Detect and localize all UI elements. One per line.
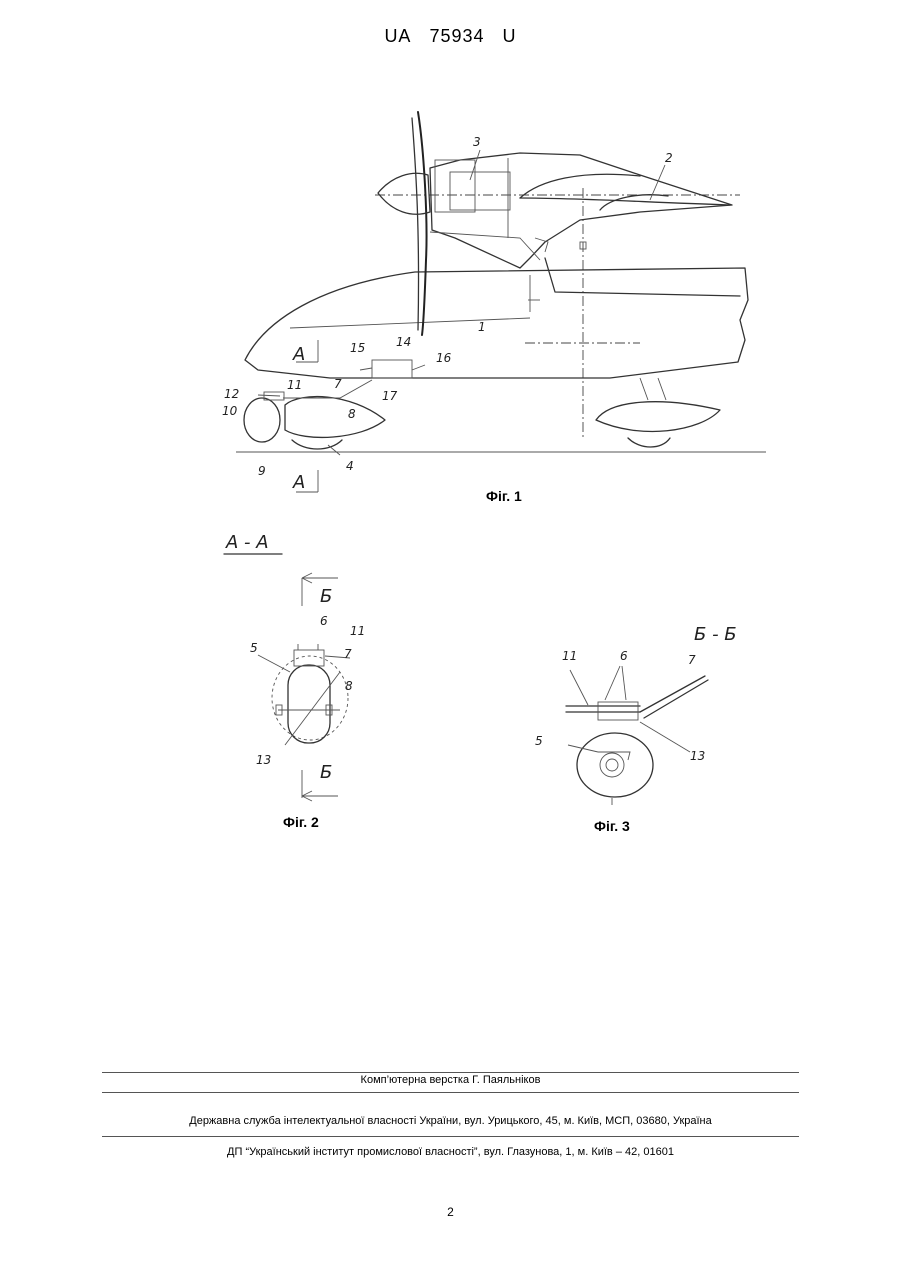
footer-divider-1 (102, 1072, 799, 1073)
fig3-callout-7: 7 (688, 653, 696, 667)
callout-2: 2 (665, 151, 673, 165)
fig2-callout-13: 13 (256, 753, 271, 767)
fig3-callout-6: 6 (620, 649, 628, 663)
patent-drawings: А А 1 2 3 4 7 8 9 10 11 12 14 15 16 17 А… (0, 0, 901, 860)
fig1-section-mark-top: А (292, 344, 305, 365)
footer-divider-3 (102, 1136, 799, 1137)
callout-7: 7 (334, 377, 342, 391)
footer-agency: Державна служба інтелектуальної власност… (0, 1115, 901, 1127)
figure-3-drawing (566, 666, 708, 805)
footer-divider-2 (102, 1092, 799, 1093)
fig2-callout-8: 8 (345, 679, 353, 693)
fig3-callout-5: 5 (535, 734, 543, 748)
figure-1-drawing (236, 112, 766, 492)
callout-3: 3 (473, 135, 481, 149)
callout-12: 12 (224, 387, 239, 401)
fig3-section-title: Б - Б (694, 624, 737, 645)
fig3-caption: Фіг. 3 (594, 818, 630, 834)
fig1-section-mark-bottom: А (292, 472, 305, 493)
fig2-callout-6: 6 (320, 614, 328, 628)
fig2-section-title: А - А (225, 532, 269, 553)
callout-10: 10 (222, 404, 238, 418)
callout-9: 9 (258, 464, 266, 478)
fig2-callout-5: 5 (250, 641, 258, 655)
page-number: 2 (0, 1205, 901, 1219)
fig2-caption: Фіг. 2 (283, 814, 319, 830)
callout-14: 14 (396, 335, 411, 349)
fig2-section-mark-top: Б (320, 586, 332, 607)
fig3-callout-13: 13 (690, 749, 705, 763)
callout-1: 1 (478, 320, 486, 334)
footer-layout-credit: Комп’ютерна верстка Г. Паяльніков (0, 1074, 901, 1086)
fig2-callout-7: 7 (344, 647, 352, 661)
callout-16: 16 (436, 351, 452, 365)
callout-11: 11 (287, 378, 302, 392)
figure-2-drawing (258, 573, 350, 801)
footer-institute: ДП “Український інститут промислової вла… (0, 1146, 901, 1158)
callout-8: 8 (348, 407, 356, 421)
callout-17: 17 (382, 389, 398, 403)
callout-4: 4 (346, 459, 354, 473)
fig1-caption: Фіг. 1 (486, 488, 522, 504)
fig3-callout-11: 11 (562, 649, 577, 663)
fig2-callout-11: 11 (350, 624, 365, 638)
fig2-section-mark-bottom: Б (320, 762, 332, 783)
callout-15: 15 (350, 341, 365, 355)
